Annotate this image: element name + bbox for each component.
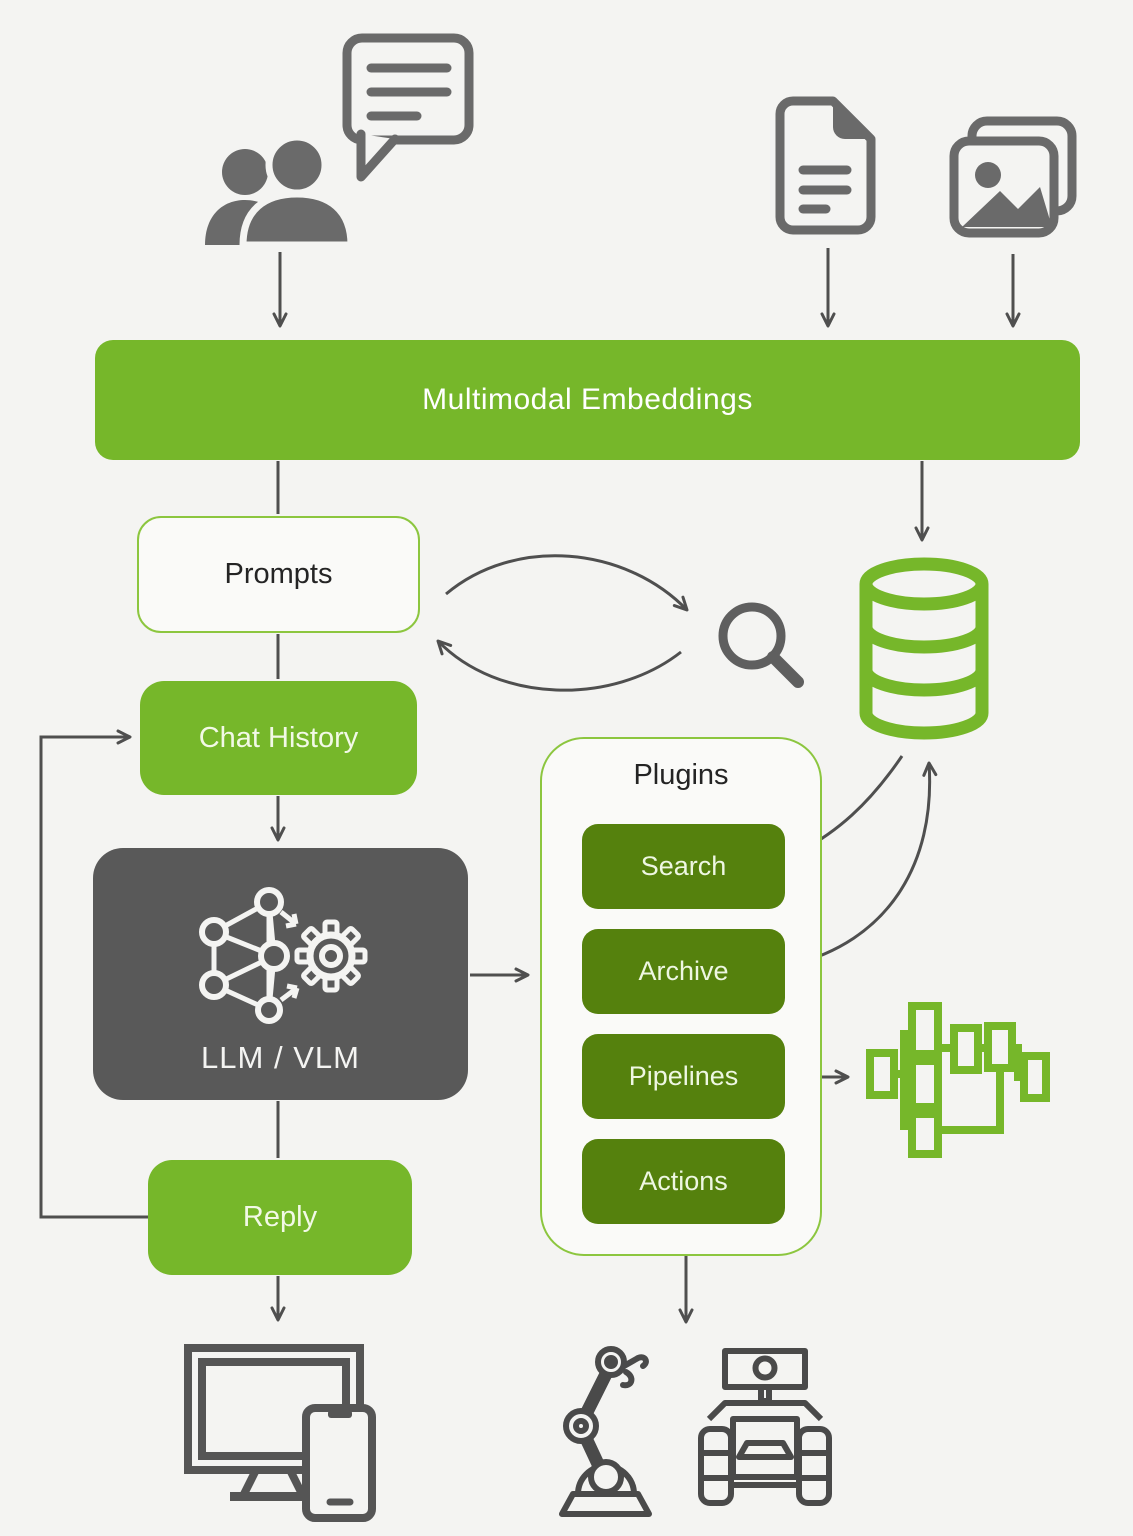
plugin-archive: Archive [582,929,785,1014]
users-chat-icon [205,33,474,245]
search-icon [718,602,804,688]
multimodal-embeddings-node: Multimodal Embeddings [95,340,1080,460]
llm-vlm-node: LLM / VLM [93,848,468,1100]
prompts-label: Prompts [224,558,333,590]
plugin-archive-label: Archive [638,956,729,986]
plugin-pipelines: Pipelines [582,1034,785,1119]
images-icon [949,116,1077,238]
multimodal-embeddings-label: Multimodal Embeddings [422,383,753,416]
arrow-search-to-prompts-curve [436,639,682,692]
chat-history-node: Chat History [140,681,417,795]
prompts-node: Prompts [137,516,420,633]
plugin-actions-label: Actions [639,1166,728,1196]
plugin-pipelines-label: Pipelines [628,1061,739,1091]
monitor-phone-icon [184,1344,376,1522]
reply-node: Reply [148,1160,412,1275]
chat-history-label: Chat History [198,721,359,754]
pipeline-flow-icon [866,1002,1050,1158]
neural-network-gear-icon [198,887,367,1024]
llm-vlm-label: LLM / VLM [201,1040,360,1075]
rover-robot-icon [698,1348,832,1506]
document-icon [775,96,876,235]
arrow-prompts-to-search-curve [445,554,689,612]
plugin-search-label: Search [640,851,727,881]
robot-arm-icon [559,1346,652,1517]
plugins-title: Plugins [633,759,729,791]
plugin-actions: Actions [582,1139,785,1224]
plugin-search: Search [582,824,785,909]
database-icon [859,557,989,740]
reply-label: Reply [242,1201,318,1233]
plugins-group: Plugins Search Archive Pipelines Actions [540,737,822,1256]
